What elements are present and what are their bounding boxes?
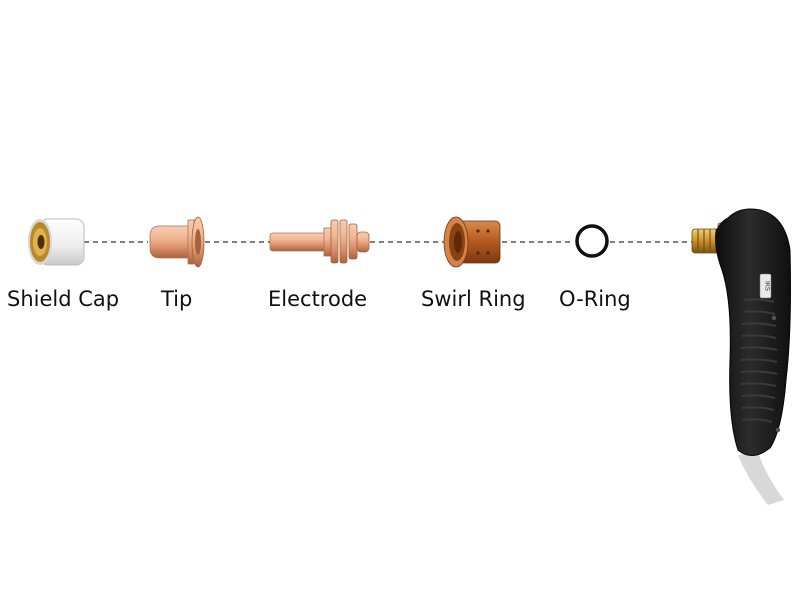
swirl-ring-part <box>443 216 501 268</box>
tip-part <box>149 216 205 268</box>
label-shield-cap: Shield Cap <box>7 287 120 311</box>
o-ring-part <box>575 224 609 258</box>
shield-cap-part <box>28 218 85 266</box>
handle-tag-text: IKS <box>764 281 770 291</box>
label-o-ring: O-Ring <box>559 287 631 311</box>
handle-screw <box>771 315 777 321</box>
handle-tag-plate <box>759 273 772 299</box>
electrode-part <box>269 219 370 264</box>
torch-handle: IKS <box>691 208 791 505</box>
label-swirl-ring: Swirl Ring <box>421 287 526 311</box>
label-electrode: Electrode <box>268 287 368 311</box>
handle-screw <box>775 427 781 433</box>
label-tip: Tip <box>161 287 193 311</box>
grip-ridges <box>740 298 778 423</box>
